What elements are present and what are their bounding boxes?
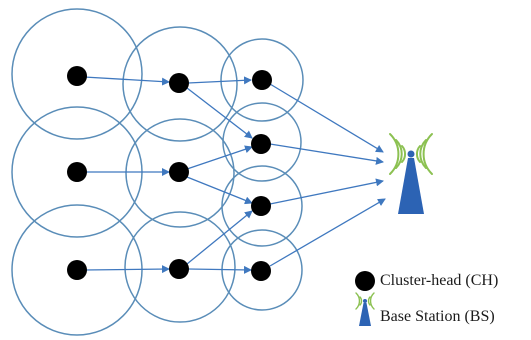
cluster-circle bbox=[221, 165, 303, 247]
antenna-tip-icon bbox=[407, 150, 415, 158]
cluster-head-node bbox=[252, 70, 272, 90]
cluster-head-node bbox=[169, 259, 189, 279]
legend-base-station-label: Base Station (BS) bbox=[380, 308, 495, 325]
arrow bbox=[186, 145, 253, 170]
arrow bbox=[83, 76, 170, 86]
cluster-circle bbox=[220, 38, 304, 122]
cluster-circle bbox=[125, 118, 235, 228]
arrow bbox=[186, 210, 253, 265]
arrows bbox=[83, 76, 386, 274]
antenna-tower-icon bbox=[398, 158, 424, 214]
cluster-head-node bbox=[67, 260, 87, 280]
cluster-circles bbox=[11, 8, 304, 336]
cluster-head-node bbox=[169, 162, 189, 182]
cluster-head-node bbox=[169, 73, 189, 93]
cluster-head-node bbox=[67, 66, 87, 86]
legend-cluster-head-label: Cluster-head (CH) bbox=[380, 272, 499, 289]
cluster-circle bbox=[122, 26, 238, 142]
arrow bbox=[269, 178, 384, 205]
arrow bbox=[187, 76, 252, 85]
cluster-head-node bbox=[251, 261, 271, 281]
legend bbox=[355, 271, 375, 326]
legend-base-station-icon bbox=[355, 292, 375, 326]
arrow bbox=[186, 176, 253, 205]
cluster-head-node bbox=[251, 196, 271, 216]
base-station bbox=[389, 133, 433, 214]
cluster-circle bbox=[11, 8, 143, 140]
arrow bbox=[83, 265, 170, 274]
cluster-circle bbox=[222, 102, 302, 182]
cluster-head-node bbox=[251, 134, 271, 154]
arrow bbox=[269, 143, 384, 165]
cluster-circle bbox=[124, 211, 236, 323]
cluster-head-node bbox=[67, 162, 87, 182]
arrow bbox=[187, 265, 252, 274]
cluster-circle bbox=[11, 204, 143, 336]
arrow bbox=[269, 198, 386, 267]
arrow bbox=[269, 83, 384, 153]
cluster-heads bbox=[67, 66, 272, 281]
signal-waves bbox=[389, 133, 433, 175]
arrow bbox=[186, 87, 253, 139]
legend-cluster-head-icon bbox=[355, 271, 375, 291]
